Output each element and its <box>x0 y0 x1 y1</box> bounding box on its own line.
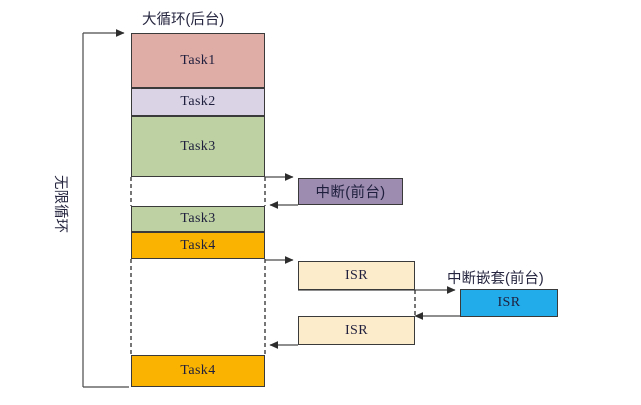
caption-nested-interrupt: 中断嵌套(前台) <box>447 271 544 287</box>
task-block-task1: Task1 <box>131 33 265 88</box>
task-block-task3-first: Task3 <box>131 116 265 177</box>
task-block-task4-resumed: Task4 <box>131 355 265 387</box>
caption-background-loop: 大循环(后台) <box>142 12 225 28</box>
isr-box-upper: ISR <box>298 261 415 290</box>
task-block-task3-resumed: Task3 <box>131 206 265 232</box>
task-block-task4-first: Task4 <box>131 232 265 259</box>
task-block-task2: Task2 <box>131 88 265 116</box>
label-infinite-loop: 无限循环 <box>52 175 68 233</box>
interrupt-box: 中断(前台) <box>298 178 403 205</box>
isr-box-nested: ISR <box>460 289 558 317</box>
isr-box-lower: ISR <box>298 316 415 345</box>
